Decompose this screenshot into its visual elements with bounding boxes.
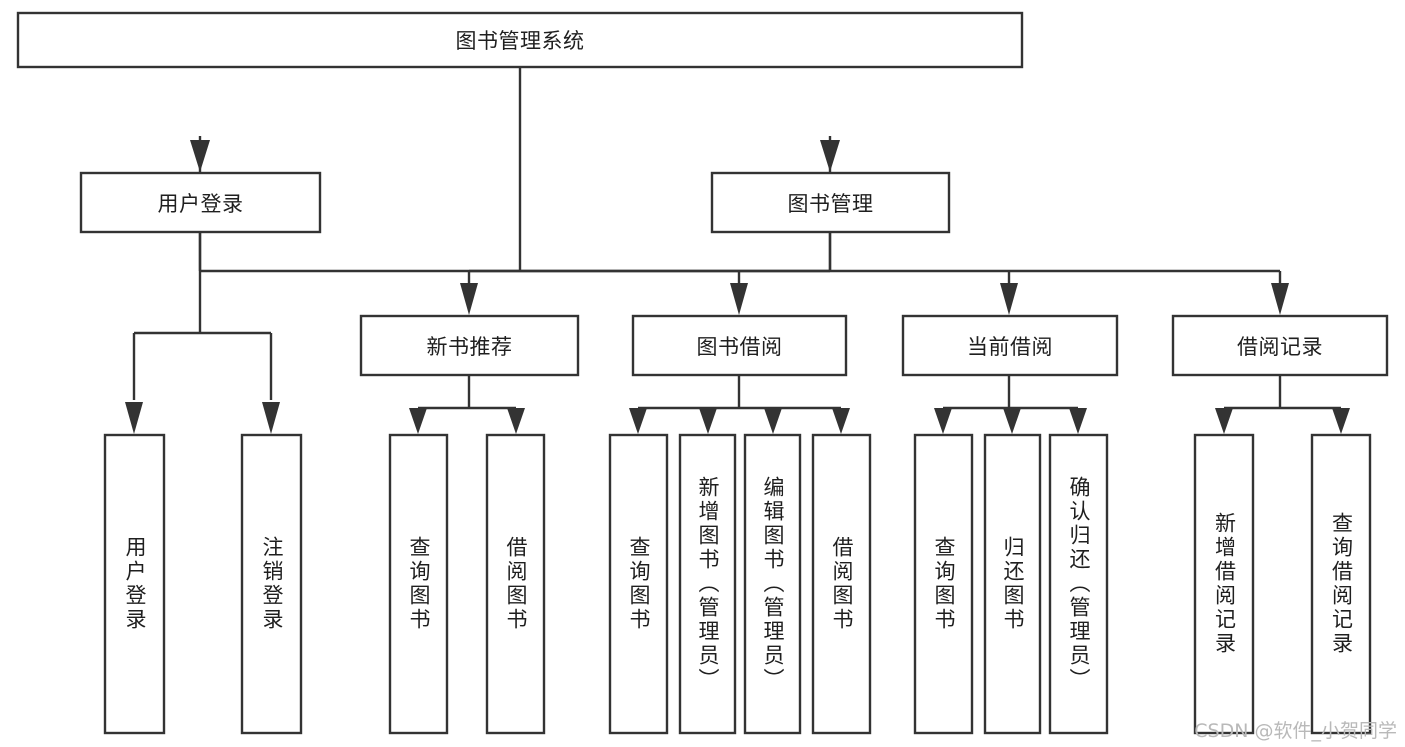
connector-group-userlogin-children (125, 232, 280, 434)
node-box-leaf-borrow-book-b[interactable] (811, 433, 872, 735)
node-box-leaf-confirm-return-admin[interactable] (1048, 433, 1109, 735)
node-box-book-management[interactable] (710, 171, 951, 234)
arrowhead-bookborrow-leaf-2 (699, 408, 717, 434)
arrowhead-book-mgmt (820, 140, 840, 172)
arrowhead-currentborrow-leaf-3 (1069, 408, 1087, 434)
node-box-user-login[interactable] (79, 171, 322, 234)
arrowhead-currentborrow-leaf-1 (934, 408, 952, 434)
node-box-current-borrow[interactable] (901, 314, 1119, 377)
arrowhead-currentborrow-leaf-2 (1003, 408, 1021, 434)
node-box-leaf-return-book[interactable] (983, 433, 1042, 735)
arrowhead-user-login (190, 140, 210, 172)
node-box-borrow-record[interactable] (1171, 314, 1389, 377)
node-box-leaf-user-login[interactable] (103, 433, 166, 735)
node-box-book-borrow[interactable] (631, 314, 848, 377)
arrowhead-bookborrow-leaf-3 (764, 408, 782, 434)
node-box-leaf-query-book-b[interactable] (608, 433, 669, 735)
node-box-leaf-logout[interactable] (240, 433, 303, 735)
arrowhead-newbook-leaf-2 (507, 408, 525, 434)
arrowhead-borrow-record (1271, 283, 1289, 315)
arrowhead-leaf-user-login (125, 402, 143, 434)
arrowhead-current-borrow (1000, 283, 1018, 315)
arrowhead-book-borrow (730, 283, 748, 315)
node-box-leaf-edit-book-admin[interactable] (743, 433, 802, 735)
arrowhead-borrowrecord-leaf-1 (1215, 408, 1233, 434)
arrowhead-new-book-rec (460, 283, 478, 315)
node-box-leaf-add-book-admin[interactable] (678, 433, 737, 735)
connector-group-borrowrecord-children (1215, 375, 1350, 434)
arrowhead-leaf-logout (262, 402, 280, 434)
arrowhead-newbook-leaf-1 (409, 408, 427, 434)
connector-group-newbook-children (409, 375, 525, 434)
arrowhead-borrowrecord-leaf-2 (1332, 408, 1350, 434)
connector-group-arrowheads-level2 (190, 140, 840, 172)
connector-group-root-to-level2 (198, 67, 832, 273)
node-box-leaf-query-borrow-record[interactable] (1310, 433, 1372, 735)
connector-group-bookmgmt-children (460, 232, 1289, 315)
node-box-root[interactable] (16, 11, 1024, 69)
node-box-leaf-add-borrow-record[interactable] (1193, 433, 1255, 735)
node-box-leaf-borrow-book-a[interactable] (485, 433, 546, 735)
connector-group-currentborrow-children (934, 375, 1087, 434)
arrowhead-bookborrow-leaf-4 (832, 408, 850, 434)
arrowhead-bookborrow-leaf-1 (629, 408, 647, 434)
connector-group-bookborrow-children (629, 375, 850, 434)
node-box-leaf-query-book-c[interactable] (913, 433, 974, 735)
node-box-leaf-query-book-a[interactable] (388, 433, 449, 735)
node-box-new-book-recommend[interactable] (359, 314, 580, 377)
